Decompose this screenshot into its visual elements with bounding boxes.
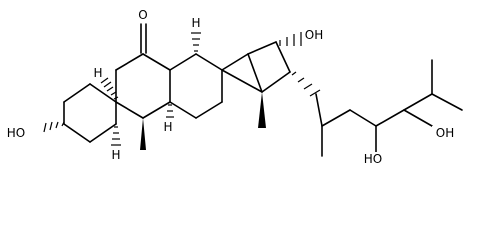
bond <box>321 109 351 127</box>
bond <box>115 101 144 119</box>
structure-diagram: O HO H H H H OH HO OH <box>4 6 463 166</box>
side-chain <box>291 59 463 157</box>
bond <box>115 53 144 71</box>
ketone-oxygen-label: O <box>138 8 147 22</box>
c8-hydrogen-label: H <box>191 16 200 30</box>
wedge-bond <box>258 92 266 128</box>
bond <box>375 109 405 127</box>
labels: O HO H H H H OH HO OH <box>4 6 458 166</box>
hashed-bond <box>191 32 201 52</box>
bond <box>261 71 291 93</box>
hashed-bond <box>111 126 121 146</box>
bond <box>247 41 277 55</box>
ring-c <box>169 53 223 119</box>
bond <box>315 93 323 127</box>
bond <box>195 101 223 119</box>
bond <box>275 41 291 73</box>
bond <box>247 53 263 93</box>
bond <box>431 93 463 111</box>
c10-hydrogen-label: H <box>111 148 120 162</box>
bond <box>142 53 171 71</box>
c23-hydroxyl-label: OH <box>436 126 454 140</box>
c5-hydrogen-label: H <box>93 66 102 80</box>
stereo-bonds <box>43 32 302 150</box>
hashed-bond <box>100 77 119 100</box>
c3-hydroxyl-label: HO <box>7 126 25 140</box>
hashed-bond <box>291 71 321 97</box>
bond <box>403 109 433 127</box>
ring-d <box>221 41 291 93</box>
bond <box>169 101 197 119</box>
molecule-svg: O HO H H H H OH HO OH <box>4 6 463 166</box>
ring-b <box>115 23 171 119</box>
bond <box>169 53 197 71</box>
hashed-bond <box>279 32 302 46</box>
ring-a <box>63 83 117 143</box>
wedge-bond <box>140 118 146 150</box>
bond <box>89 83 117 103</box>
bond <box>221 53 249 71</box>
bond <box>349 109 377 127</box>
c16-hydroxyl-label: OH <box>305 28 323 42</box>
hashed-bond <box>166 104 174 118</box>
hashed-bond <box>43 121 65 133</box>
bond <box>221 69 263 93</box>
bond <box>403 93 433 111</box>
bond <box>89 123 117 143</box>
bond <box>195 53 223 71</box>
bond <box>63 123 91 143</box>
c22-hydroxyl-label: HO <box>364 152 382 166</box>
bond <box>142 101 171 119</box>
bond <box>63 83 91 103</box>
c9-hydrogen-label: H <box>163 120 172 134</box>
